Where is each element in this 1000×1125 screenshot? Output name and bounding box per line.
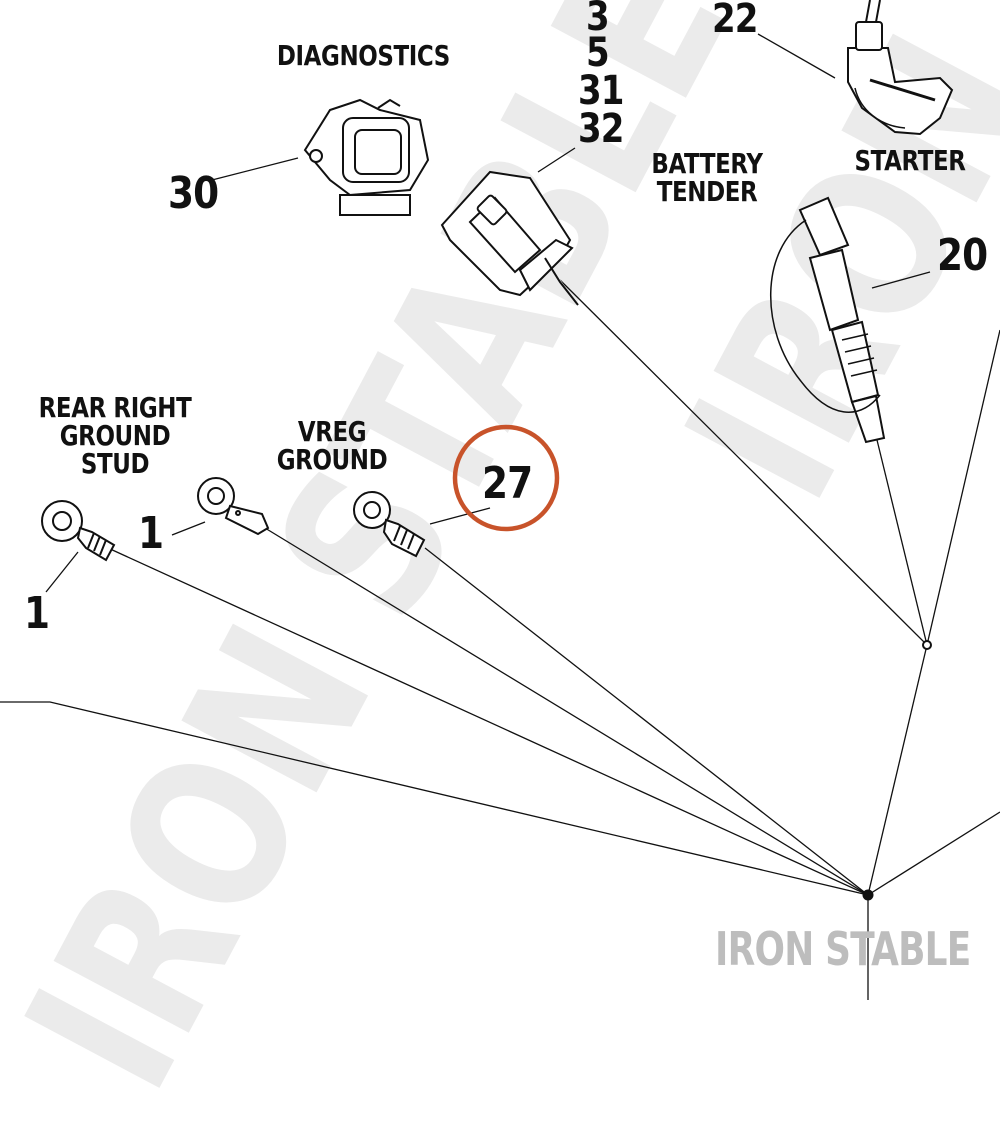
label-rear-right-ground-stud: REAR RIGHT GROUND STUD <box>38 391 192 480</box>
callout-1-ring: 1 <box>138 508 164 559</box>
callout-32: 32 <box>578 106 624 152</box>
callout-3: 3 <box>586 0 610 40</box>
label-battery-tender: BATTERY TENDER <box>651 147 763 208</box>
wire-tender-connector <box>559 279 928 646</box>
hub-upper <box>922 640 932 650</box>
label-starter: STARTER <box>854 144 966 177</box>
callout-22: 22 <box>712 0 758 42</box>
hub-lower <box>862 889 874 901</box>
leader-1b <box>171 521 206 536</box>
wire-ground-ring <box>264 527 869 896</box>
leader-20 <box>871 271 931 289</box>
callout-30: 30 <box>168 168 219 219</box>
watermark-footer: IRON STABLE <box>714 922 971 976</box>
label-diagnostics: DIAGNOSTICS <box>276 39 450 72</box>
callout-5: 5 <box>586 30 610 76</box>
leader-27 <box>429 507 491 525</box>
ground-stud-ring-terminal <box>41 500 116 562</box>
diagnostics-connector <box>303 98 430 216</box>
starter-connector <box>847 0 954 136</box>
wire-vreg-ground <box>424 547 869 896</box>
battery-tender-plug <box>769 196 886 444</box>
highlight-circle-27 <box>452 424 560 532</box>
callout-31: 31 <box>578 68 624 114</box>
callout-20: 20 <box>937 230 988 281</box>
wire-right-upper <box>926 329 1000 646</box>
ground-ring-terminal <box>197 477 270 536</box>
leader-22 <box>757 33 836 79</box>
diagram-art <box>0 0 1000 1000</box>
wire-right-lower <box>867 811 1000 896</box>
vreg-ring-terminal <box>353 491 426 558</box>
wire-ground-stud <box>107 547 869 896</box>
label-vreg-ground: VREG GROUND <box>276 415 388 476</box>
wire-upper-hub <box>867 644 928 896</box>
leader-1a <box>45 551 79 593</box>
wire-battery-tender <box>876 439 928 646</box>
leader-30 <box>211 157 299 181</box>
callout-1-stud: 1 <box>24 588 50 639</box>
tender-housing-connector <box>440 170 579 306</box>
wire-left-edge <box>0 701 869 896</box>
leader-32 <box>537 147 576 173</box>
callout-27: 27 <box>482 458 533 509</box>
